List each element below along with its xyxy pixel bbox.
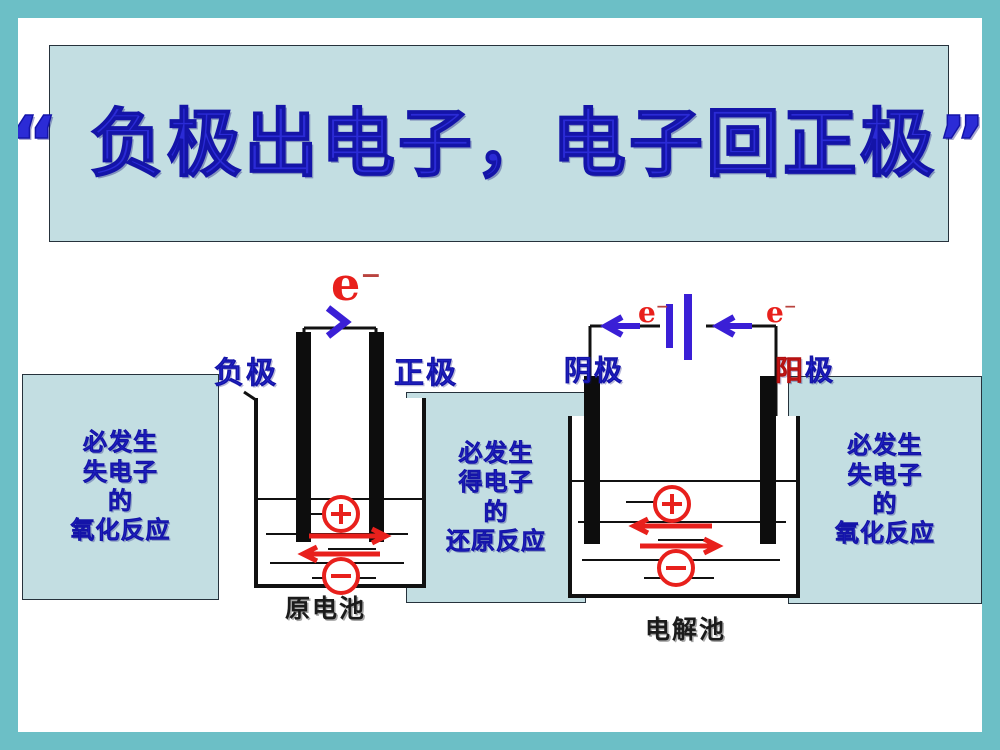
cathode-electrode-bar bbox=[584, 376, 600, 544]
info-line: 失电子 bbox=[83, 457, 158, 486]
electrolytic-cell-svg bbox=[568, 294, 800, 598]
electrode-label-anode-char2: 极 bbox=[805, 354, 836, 388]
info-line: 的 bbox=[872, 490, 898, 519]
info-line: 氧化反应 bbox=[70, 516, 171, 545]
galvanic-cell-svg bbox=[243, 305, 426, 595]
electron-charge: − bbox=[360, 259, 382, 290]
info-line: 必发生 bbox=[847, 431, 923, 460]
anion-flow-arrow-icon bbox=[640, 536, 724, 556]
info-line: 必发生 bbox=[458, 438, 534, 468]
cation-flow-arrow-icon bbox=[309, 526, 392, 546]
electron-symbol: e bbox=[331, 257, 361, 311]
caption-galvanic-cell: 原电池 bbox=[285, 594, 367, 623]
positive-electrode-bar bbox=[369, 332, 384, 542]
anode-electrode-bar bbox=[760, 376, 776, 544]
info-line: 得电子 bbox=[458, 468, 534, 497]
battery-long-plate-icon bbox=[684, 294, 692, 360]
electron-label-electrolytic-right: e− bbox=[766, 299, 797, 327]
beaker-spout bbox=[243, 390, 257, 402]
electrolytic-cell-diagram bbox=[548, 276, 828, 646]
info-line: 的 bbox=[108, 487, 133, 516]
info-line: 必发生 bbox=[83, 428, 158, 457]
electrode-label-anode-char1: 阳 bbox=[775, 354, 806, 388]
electron-flow-arrow-left-icon bbox=[599, 314, 640, 338]
electron-label-galvanic: e− bbox=[331, 261, 381, 307]
battery-short-plate-icon bbox=[666, 304, 673, 348]
electron-flow-arrow-icon bbox=[325, 305, 352, 339]
page-title: “ 负极出电子，电子回正极” bbox=[18, 100, 982, 187]
electrode-label-anode: 阳极 bbox=[775, 349, 835, 389]
info-line: 还原反应 bbox=[446, 526, 546, 555]
electron-charge: − bbox=[655, 297, 669, 316]
cation-plus-icon bbox=[662, 494, 682, 514]
info-line: 氧化反应 bbox=[835, 519, 935, 548]
negative-electrode-bar bbox=[296, 332, 311, 542]
electron-label-electrolytic-left: e− bbox=[638, 299, 669, 327]
cation-flow-arrow-icon bbox=[628, 516, 712, 536]
cation-plus-icon bbox=[331, 504, 351, 524]
title-banner: “ 负极出电子，电子回正极” bbox=[18, 45, 982, 242]
slide-canvas: “ 负极出电子，电子回正极” 必发生 失电子 的 氧化反应 必发生 得电子 的 … bbox=[18, 18, 982, 732]
info-box-anode-oxidation-left: 必发生 失电子 的 氧化反应 bbox=[22, 374, 219, 600]
info-box-cathode-reduction: 必发生 得电子 的 还原反应 bbox=[406, 392, 586, 603]
info-box-anode-oxidation-right: 必发生 失电子 的 氧化反应 bbox=[788, 376, 982, 604]
electron-symbol: e bbox=[766, 296, 784, 329]
electron-charge: − bbox=[783, 297, 797, 316]
electrode-label-cathode: 阴极 bbox=[564, 349, 624, 389]
caption-electrolytic-cell: 电解池 bbox=[645, 615, 727, 644]
electrode-label-cathode-char1: 阴 bbox=[564, 354, 595, 388]
electron-symbol: e bbox=[638, 296, 656, 329]
electrode-label-cathode-char2: 极 bbox=[594, 354, 625, 388]
electrode-label-negative: 负极 bbox=[214, 356, 278, 392]
info-line: 的 bbox=[483, 497, 509, 526]
electrode-label-positive: 正极 bbox=[394, 356, 458, 392]
electron-flow-arrow-right-icon bbox=[711, 314, 752, 338]
anion-flow-arrow-icon bbox=[297, 544, 380, 564]
info-line: 失电子 bbox=[847, 460, 923, 489]
galvanic-cell-diagram bbox=[208, 246, 458, 626]
